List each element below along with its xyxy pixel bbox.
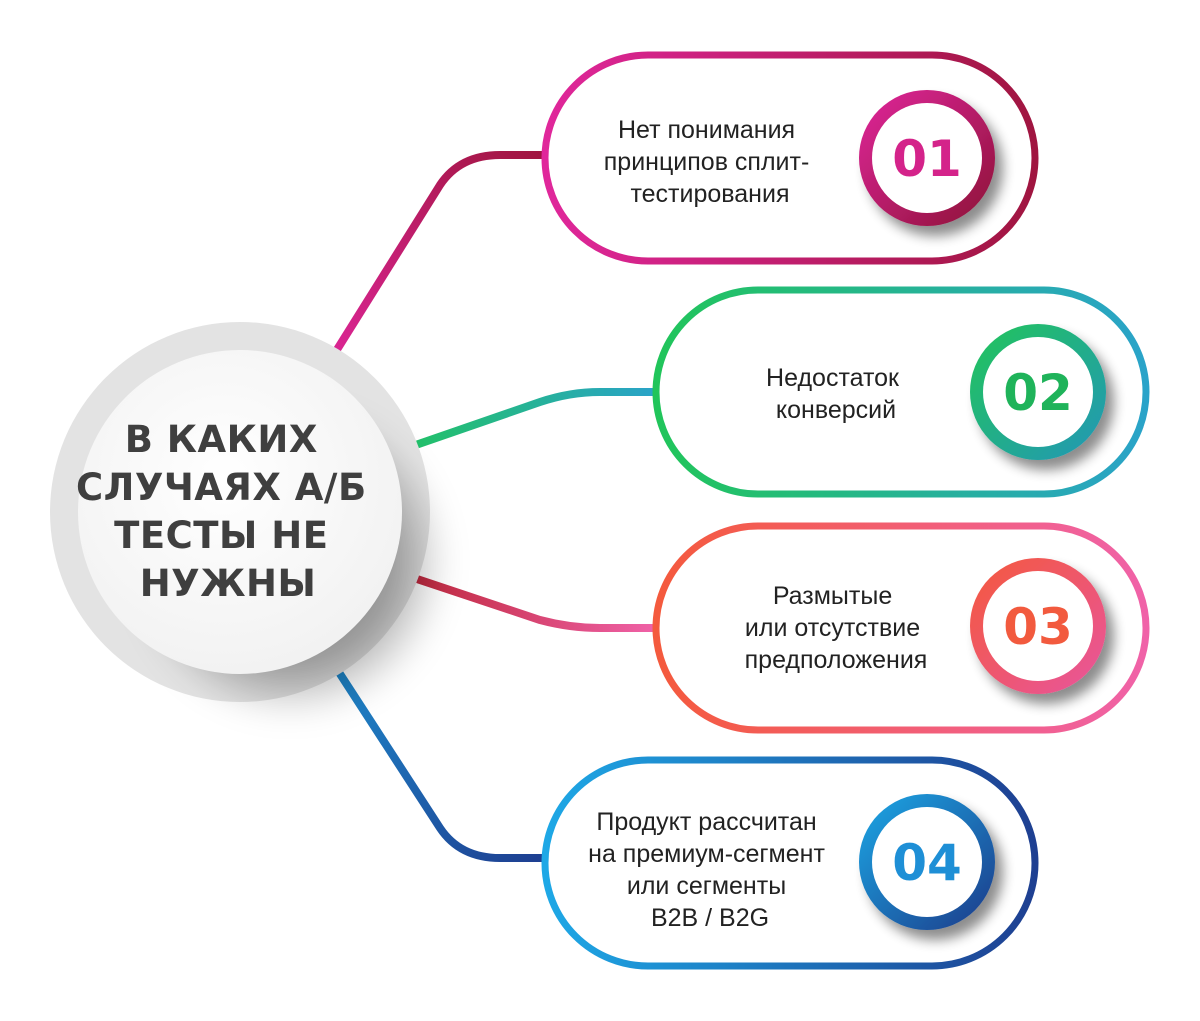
item-03: Размытые или отсутствие предположения 03 — [652, 522, 1150, 734]
item-01-badge — [859, 90, 995, 226]
hub-face — [78, 350, 402, 674]
hub-title-line-4: НУЖНЫ — [140, 562, 317, 605]
item-02: Недостаток конверсий 02 — [652, 286, 1150, 498]
item-02-number: 02 — [1003, 364, 1073, 422]
hub-title-line-2: СЛУЧАЯХ А/Б — [76, 466, 367, 509]
connector-03 — [374, 562, 660, 632]
item-03-label: Размытые или отсутствие предположения — [745, 582, 928, 674]
item-04: Продукт рассчитан на премиум-сегмент или… — [541, 756, 1039, 970]
connector-04 — [314, 636, 549, 862]
hub-title-line-1: В КАКИХ — [125, 418, 318, 461]
hub: В КАКИХ СЛУЧАЯХ А/Б ТЕСТЫ НЕ НУЖНЫ — [50, 322, 450, 720]
item-03-number: 03 — [1003, 598, 1073, 656]
item-04-badge — [859, 794, 995, 930]
item-02-label: Недостаток конверсий — [766, 364, 906, 424]
item-03-badge — [970, 558, 1106, 694]
item-01: Нет понимания принципов сплит- тестирова… — [541, 51, 1039, 265]
connector-01 — [314, 151, 549, 384]
connectors — [314, 151, 660, 862]
item-04-number: 04 — [892, 834, 962, 892]
hub-title: В КАКИХ СЛУЧАЯХ А/Б ТЕСТЫ НЕ НУЖНЫ — [76, 418, 380, 605]
hub-title-line-3: ТЕСТЫ НЕ — [114, 514, 328, 557]
item-01-label: Нет понимания принципов сплит- тестирова… — [604, 116, 816, 208]
item-02-badge — [970, 324, 1106, 460]
connector-02 — [374, 388, 660, 462]
item-04-label: Продукт рассчитан на премиум-сегмент или… — [588, 808, 832, 932]
item-01-number: 01 — [892, 130, 962, 188]
